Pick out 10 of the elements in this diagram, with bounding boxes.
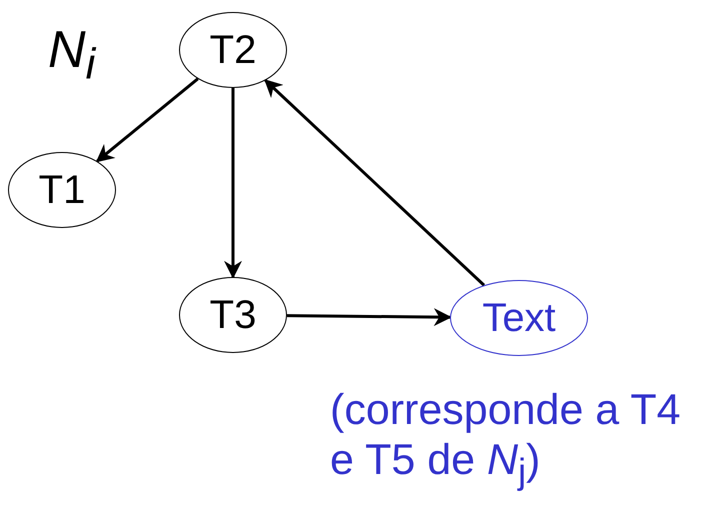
arrow bbox=[264, 79, 486, 286]
node-label: T2 bbox=[210, 28, 256, 72]
node-label: T1 bbox=[38, 168, 86, 212]
network-label: N$_{i}$ bbox=[48, 20, 96, 90]
arrow bbox=[286, 308, 452, 326]
node-label: T3 bbox=[210, 292, 256, 338]
arrow bbox=[224, 88, 242, 279]
node-note: (corresponde a T4 e T5 de N$_{j}$) bbox=[330, 385, 682, 494]
arrow bbox=[96, 78, 199, 162]
node-label: Text bbox=[482, 296, 556, 340]
